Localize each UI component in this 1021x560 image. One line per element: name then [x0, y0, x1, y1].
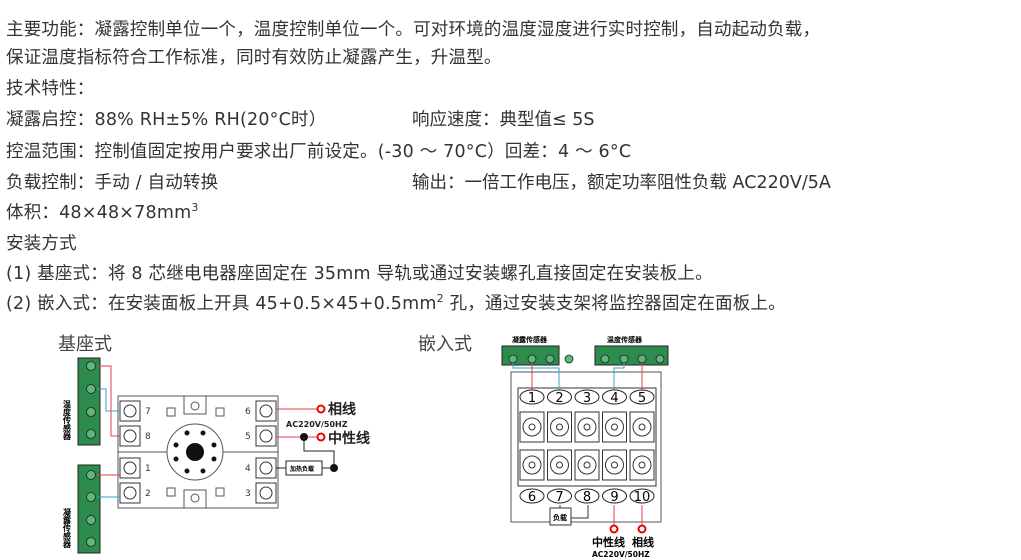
- pin-label: 1: [145, 464, 151, 474]
- response-speed: 响应速度：典型值≤ 5S: [412, 110, 595, 130]
- dew-sensor-block: [77, 464, 101, 554]
- superscript: 3: [191, 201, 199, 215]
- screw-terminal: [547, 411, 572, 443]
- pin-label: 4: [245, 464, 251, 474]
- pin-label: 6: [245, 407, 251, 417]
- pin-label: 8: [583, 490, 591, 505]
- screw-terminal: [547, 449, 572, 481]
- pin-oval: [547, 488, 572, 504]
- screw-icon: [577, 417, 597, 437]
- pin-label: 2: [145, 489, 151, 499]
- text-line: (1) 基座式：将 8 芯继电电器座固定在 35mm 导轨或通过安装螺孔直接固定…: [6, 264, 713, 284]
- text-line: (2) 嵌入式：在安装面板上开具 45+0.5×45+0.5mm2 孔，通过安装…: [6, 290, 786, 315]
- pin-label: 1: [528, 391, 536, 406]
- neutral-label: 中性线: [328, 430, 370, 447]
- pin-label: 9: [610, 490, 618, 505]
- screw-terminal: [574, 449, 600, 481]
- phase-label: 相线: [632, 535, 654, 549]
- screw-icon: [550, 417, 569, 437]
- superscript: 2: [436, 292, 444, 306]
- screw-terminal: [602, 411, 627, 443]
- dew-sensor-label: 凝露传感器: [512, 335, 548, 344]
- embed-title: 嵌入式: [418, 334, 472, 355]
- screw-terminal: [629, 411, 655, 443]
- text-line: 保证温度指标符合工作标准，同时有效防止凝露产生，升温型。: [6, 48, 502, 68]
- text-line: 体积：48×48×78mm3: [6, 199, 199, 224]
- screw-terminal: [574, 411, 600, 443]
- screw-terminal: [519, 449, 545, 481]
- temp-sensor-block: [77, 357, 101, 446]
- pin-oval: [629, 488, 655, 504]
- text-line: 控温范围：控制值固定按用户要求出厂前设定。(-30 ～ 70°C）回差：4 ～ …: [6, 142, 632, 162]
- temp-sensor-label: 温度传感器: [62, 399, 72, 441]
- pin-oval: [519, 389, 545, 405]
- pin-label: 5: [638, 391, 646, 406]
- pin-label: 2: [555, 391, 563, 406]
- screw-terminal: [602, 449, 627, 481]
- screw-icon: [632, 455, 652, 475]
- neutral-label: 中性线: [592, 535, 625, 549]
- pin-oval: [547, 389, 572, 405]
- phase-label: 相线: [328, 401, 356, 418]
- embed-text: (2) 嵌入式：在安装面板上开具 45+0.5×45+0.5mm: [6, 294, 437, 314]
- pin-label: 5: [245, 432, 251, 442]
- pin-label: 7: [145, 407, 151, 417]
- voltage-label: AC220V/50HZ: [286, 420, 348, 429]
- screw-icon: [605, 417, 624, 437]
- pin-label: 8: [145, 432, 151, 442]
- screw-icon: [605, 455, 624, 475]
- dew-sensor-label: 凝露传感器: [62, 507, 72, 549]
- pin-oval: [602, 389, 627, 405]
- volume: 体积：48×48×78mm: [6, 203, 192, 223]
- screw-icon: [522, 417, 542, 437]
- embed-text-2: 孔，通过安装支架将监控器固定在面板上。: [449, 294, 786, 314]
- output-spec: 输出：一倍工作电压，额定功率阻性负载 AC220V/5A: [412, 173, 831, 193]
- pin-oval: [574, 488, 600, 504]
- heating-load-label: 加热负载: [289, 465, 314, 473]
- text-line: 安装方式: [6, 234, 77, 254]
- pin-oval: [574, 389, 600, 405]
- text-line: 主要功能：凝露控制单位一个，温度控制单位一个。可对环境的温度湿度进行实时控制，自…: [6, 20, 821, 40]
- screw-icon: [577, 455, 597, 475]
- temp-sensor-label: 温度传感器: [607, 335, 643, 344]
- embed-diagram: 凝露传感器 温度传感器 1 6 2 7 3 8 4 9 5 10 负载 中性线 相线 AC220V…: [501, 335, 669, 559]
- screw-icon: [522, 455, 542, 475]
- pin-label: 3: [245, 489, 251, 499]
- screw-icon: [632, 417, 652, 437]
- text-line: 凝露启控：88% RH±5% RH(20°C时）: [6, 110, 327, 130]
- pin-label: 10: [634, 490, 651, 505]
- pin-oval: [629, 389, 655, 405]
- pin-label: 3: [583, 391, 591, 406]
- screw-terminal: [519, 411, 545, 443]
- pin-label: 4: [610, 391, 618, 406]
- screw-icon: [550, 455, 569, 475]
- pin-oval: [602, 488, 627, 504]
- base-title: 基座式: [58, 334, 112, 355]
- pin-label: 6: [528, 490, 536, 505]
- text-line: 技术特性：: [6, 79, 95, 99]
- screw-terminal: [629, 449, 655, 481]
- pin-oval: [519, 488, 545, 504]
- text-line: 负载控制：手动 / 自动转换: [6, 173, 219, 193]
- base-diagram: 温度传感器 凝露传感器 7 8 1 2 6 5 4 3 加热负载 相线 AC220V/5…: [62, 357, 370, 554]
- pin-label: 7: [555, 490, 563, 505]
- load-label: 负载: [553, 513, 567, 522]
- voltage-label: AC220V/50HZ: [592, 550, 650, 559]
